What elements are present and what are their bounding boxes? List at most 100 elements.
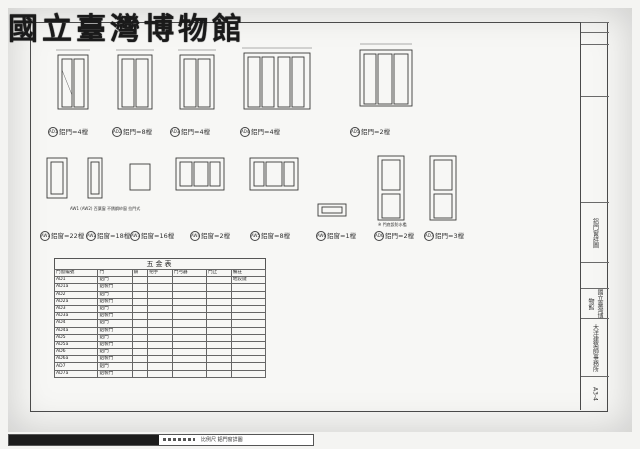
door-elevation-ad7 (429, 155, 457, 221)
table-cell: AD3 (53, 304, 99, 314)
scale-bar-black (9, 435, 159, 445)
table-cell (230, 304, 267, 314)
table-cell (171, 340, 208, 350)
window-label-aw5: AW5鋁窗=8樘 (250, 231, 291, 241)
table-cell: AD6 (53, 348, 99, 357)
table-cell (147, 290, 173, 299)
table-cell (230, 283, 267, 292)
table-cell (147, 304, 173, 314)
window-label-aw3: AW3鋁窗=16樘 (130, 231, 175, 241)
table-cell: 鋁門 (97, 290, 133, 299)
window-label-aw1: AW1鋁窗=22樘 (40, 231, 85, 241)
table-cell: 鋁門 (97, 362, 133, 371)
table-cell (206, 283, 232, 292)
table-cell (230, 326, 267, 335)
table-cell (206, 326, 232, 335)
table-cell: 鋁門 (97, 319, 133, 328)
schedule-header: 備註 (230, 268, 267, 278)
table-cell (171, 348, 208, 357)
table-cell (230, 333, 267, 342)
table-cell (131, 348, 149, 357)
table-cell: 鋁門 (97, 276, 133, 285)
schedule-header: 門止 (206, 268, 232, 278)
table-cell (131, 362, 149, 371)
table-cell (206, 355, 232, 364)
office-name: 大洋建築師事務所 (581, 318, 609, 377)
scale-bar-ticks (163, 438, 195, 441)
museum-watermark-logo: 國立臺灣博物館 (8, 12, 246, 47)
table-cell (206, 369, 232, 378)
table-cell (206, 304, 232, 314)
table-cell (206, 348, 232, 357)
project-name: 國立臺灣博物館 (581, 288, 609, 319)
note-aw1-aw2: AW1 (AW2) 百葉窗 不銹鋼紗窗 拉門式 (70, 206, 141, 211)
table-cell (171, 312, 208, 321)
sheet-number: A3-4 (581, 376, 609, 411)
schedule-header: 門 (97, 268, 133, 278)
table-cell (131, 340, 149, 350)
schedule-title: 五金表 (54, 258, 266, 269)
table-cell: 鋁門 (97, 333, 133, 342)
title-block-cell (581, 96, 609, 159)
table-cell (147, 340, 173, 350)
schedule-header: 門弓器 (171, 268, 208, 278)
table-cell (131, 297, 149, 306)
table-cell (171, 326, 208, 335)
table-cell (147, 319, 173, 328)
table-cell (147, 276, 173, 285)
table-cell (171, 355, 208, 364)
table-cell: 鋁製門 (97, 283, 133, 292)
table-cell: AD5a (53, 340, 99, 350)
table-cell (131, 319, 149, 328)
table-cell (230, 319, 267, 328)
table-cell (230, 348, 267, 357)
schedule-header: 把手 (147, 268, 173, 278)
title-block-cell (581, 44, 609, 97)
table-cell (206, 290, 232, 299)
window-elevation-aw6 (317, 203, 347, 217)
table-cell: AD6a (53, 355, 99, 364)
table-cell (131, 355, 149, 364)
table-cell: 鋁製門 (97, 355, 133, 364)
table-cell: 鋁製門 (97, 297, 133, 306)
table-cell (147, 333, 173, 342)
drawing-border (30, 22, 608, 412)
table-cell: AD5 (53, 333, 99, 342)
table-cell (171, 362, 208, 371)
table-cell (206, 297, 232, 306)
table-cell: 鋁製門 (97, 340, 133, 350)
table-cell (131, 290, 149, 299)
table-cell: AD4a (53, 326, 99, 335)
door-elevation-ad1 (56, 49, 90, 110)
door-elevation-ad5 (359, 43, 413, 107)
table-cell (206, 362, 232, 371)
table-cell (147, 362, 173, 371)
window-elevation-aw4 (175, 157, 225, 191)
table-cell: AD4 (53, 319, 99, 328)
table-cell: 鋁製門 (97, 326, 133, 335)
door-elevation-ad3 (178, 49, 216, 110)
table-cell (147, 312, 173, 321)
table-cell (171, 276, 208, 285)
window-elevation-aw2 (87, 157, 103, 199)
table-cell (131, 276, 149, 285)
title-block-cell (581, 32, 609, 45)
table-cell: AD3a (53, 312, 99, 321)
table-cell: AD2 (53, 290, 99, 299)
